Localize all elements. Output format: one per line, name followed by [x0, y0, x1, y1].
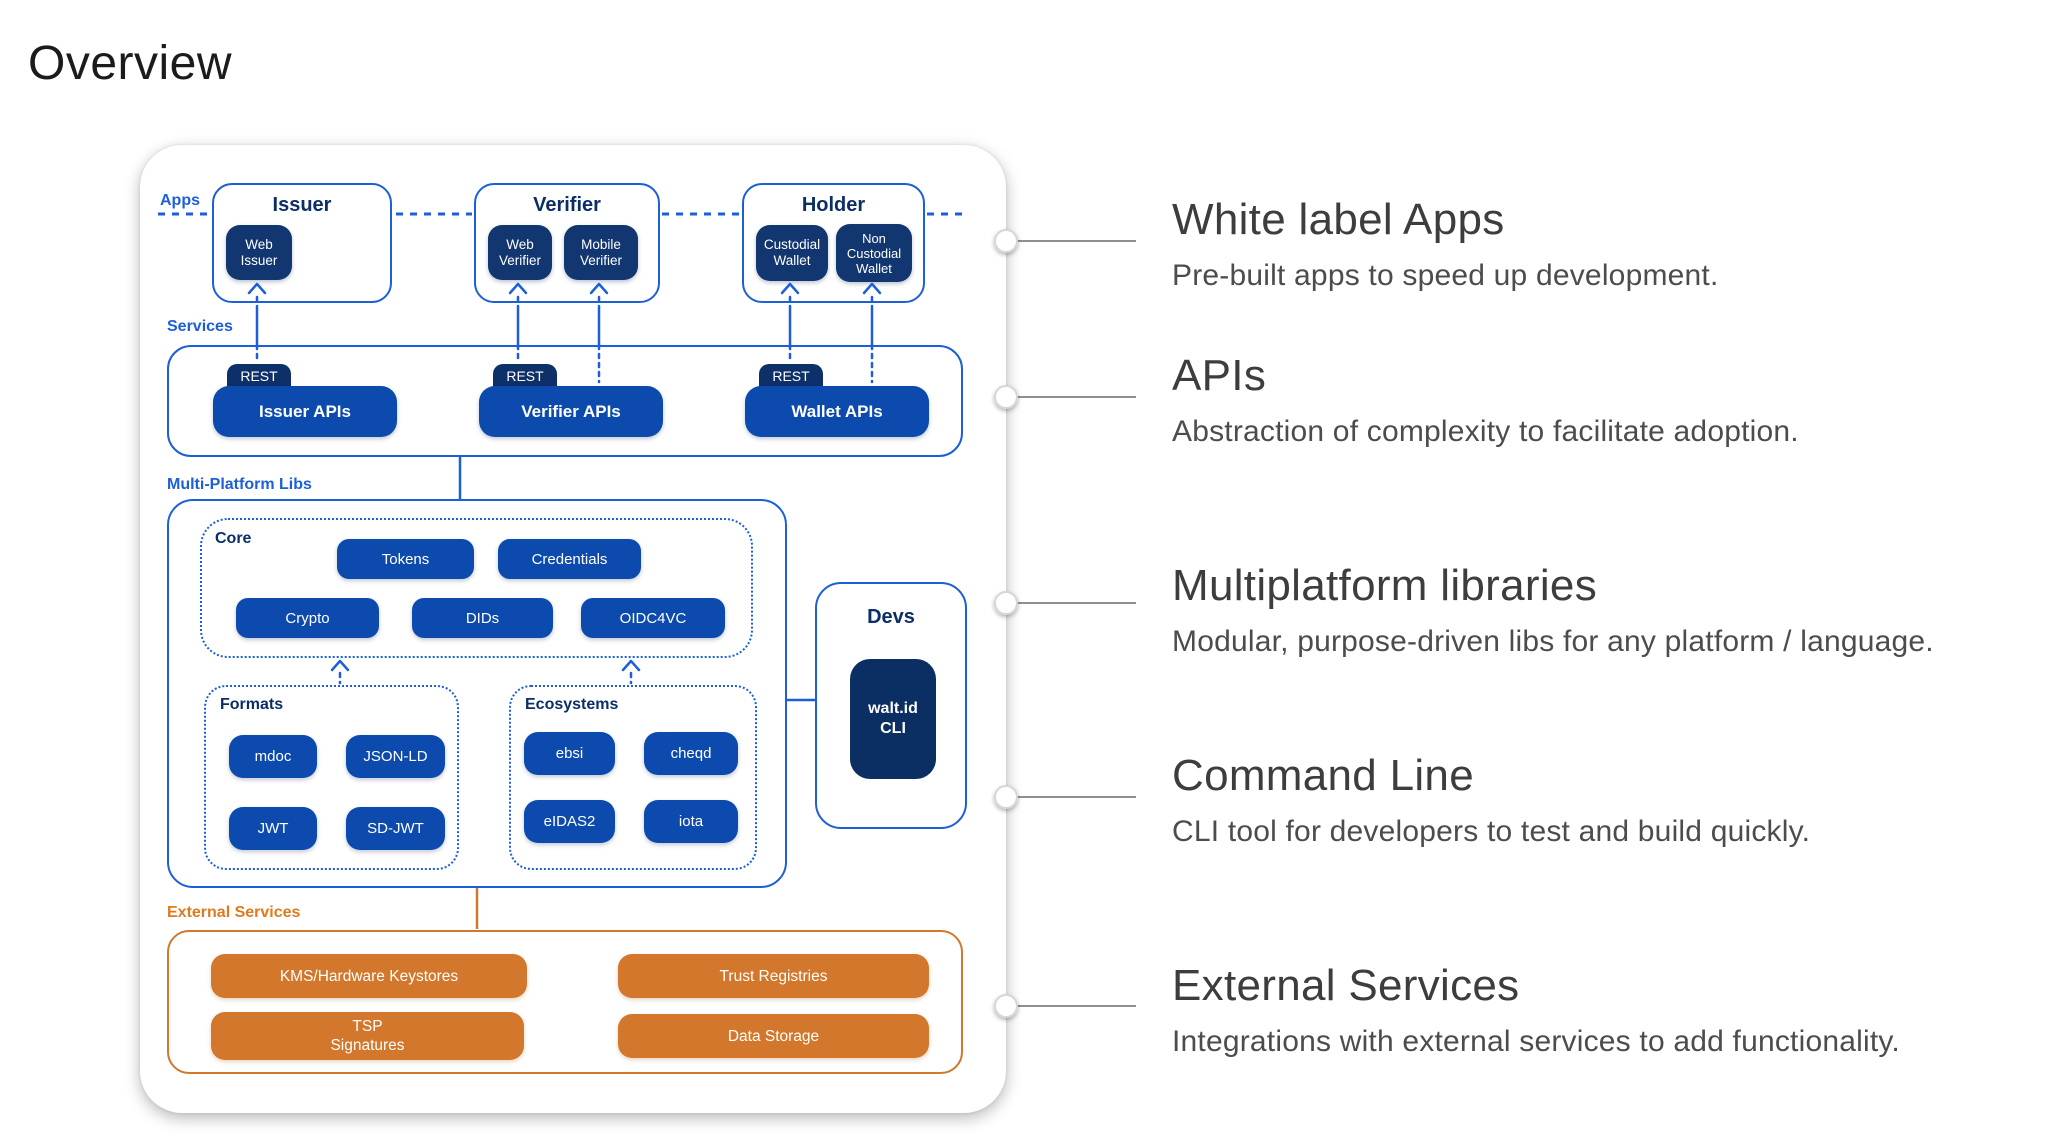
formats-box: Formats mdoc JSON-LD JWT SD-JWT	[204, 685, 459, 870]
json-ld-pill: JSON-LD	[346, 735, 445, 778]
mobile-verifier-chip: Mobile Verifier	[564, 225, 638, 280]
annotation-apis: APIs Abstraction of complexity to facili…	[1172, 350, 1972, 450]
annotation-description: CLI tool for developers to test and buil…	[1172, 815, 1811, 848]
external-services-box: KMS/Hardware Keystores Trust Registries …	[167, 930, 963, 1074]
cheqd-pill: cheqd	[644, 732, 738, 775]
annotation-description: Pre-built apps to speed up development.	[1172, 259, 1719, 292]
annotation-rail	[994, 229, 1136, 1018]
ebsi-pill: ebsi	[524, 732, 615, 775]
architecture-diagram-card: Apps Services Multi-Platform Libs Extern…	[140, 145, 1006, 1113]
services-box: REST Issuer APIs REST Verifier APIs REST…	[167, 345, 963, 457]
page-title: Overview	[28, 37, 233, 90]
multi-platform-libs-box: Core Tokens Credentials Crypto DIDs OIDC…	[167, 499, 787, 888]
issuer-apis-pill: Issuer APIs	[213, 386, 397, 437]
wallet-apis-pill: Wallet APIs	[745, 386, 929, 437]
core-box: Core Tokens Credentials Crypto DIDs OIDC…	[200, 518, 753, 658]
credentials-pill: Credentials	[498, 539, 641, 579]
services-section-label: Services	[167, 318, 233, 335]
iota-pill: iota	[644, 800, 738, 843]
data-storage-pill: Data Storage	[618, 1014, 929, 1058]
issuer-app-title: Issuer	[272, 194, 332, 216]
devs-box: Devs walt.id CLI	[815, 582, 967, 829]
annotation-heading: APIs	[1172, 351, 1267, 400]
annotation-external-services: External Services Integrations with exte…	[1172, 960, 1972, 1060]
holder-app-title: Holder	[801, 194, 866, 216]
crypto-pill: Crypto	[236, 598, 379, 638]
annotation-heading: External Services	[1172, 961, 1520, 1010]
waltid-cli-chip: walt.id CLI	[850, 659, 936, 779]
verifier-apis-pill: Verifier APIs	[479, 386, 663, 437]
tsp-signatures-pill: TSP Signatures	[211, 1012, 524, 1060]
issuer-app-box: Issuer Web Issuer	[212, 183, 392, 303]
dids-pill: DIDs	[412, 598, 553, 638]
custodial-wallet-chip: Custodial Wallet	[756, 225, 828, 281]
annotation-multiplatform-libraries: Multiplatform libraries Modular, purpose…	[1172, 560, 1972, 660]
web-issuer-chip: Web Issuer	[226, 225, 292, 280]
apps-section-label: Apps	[160, 192, 200, 209]
devs-title: Devs	[867, 606, 915, 628]
annotation-description: Modular, purpose-driven libs for any pla…	[1172, 625, 1934, 658]
ecosystems-box: Ecosystems ebsi cheqd eIDAS2 iota	[509, 685, 757, 870]
formats-label: Formats	[220, 696, 284, 713]
annotation-heading: Command Line	[1172, 751, 1474, 800]
verifier-app-box: Verifier Web Verifier Mobile Verifier	[474, 183, 660, 303]
annotation-description: Abstraction of complexity to facilitate …	[1172, 415, 1799, 448]
ecosystems-label: Ecosystems	[525, 696, 619, 713]
sd-jwt-pill: SD-JWT	[346, 807, 445, 850]
tokens-pill: Tokens	[337, 539, 474, 579]
eidas2-pill: eIDAS2	[524, 800, 615, 843]
annotation-heading: Multiplatform libraries	[1172, 561, 1598, 610]
mdoc-pill: mdoc	[229, 735, 317, 778]
holder-app-box: Holder Custodial Wallet Non Custodial Wa…	[742, 183, 925, 303]
jwt-pill: JWT	[229, 807, 317, 850]
core-label: Core	[215, 530, 252, 547]
annotation-heading: White label Apps	[1172, 195, 1505, 244]
trust-registries-pill: Trust Registries	[618, 954, 929, 998]
verifier-app-title: Verifier	[533, 194, 601, 216]
annotation-description: Integrations with external services to a…	[1172, 1025, 1900, 1058]
external-services-label: External Services	[167, 904, 301, 921]
annotation-command-line: Command Line CLI tool for developers to …	[1172, 750, 1972, 850]
oidc4vc-pill: OIDC4VC	[581, 598, 725, 638]
multi-platform-libs-label: Multi-Platform Libs	[167, 476, 312, 493]
web-verifier-chip: Web Verifier	[488, 225, 552, 280]
annotation-white-label-apps: White label Apps Pre-built apps to speed…	[1172, 194, 1972, 294]
non-custodial-wallet-chip: Non Custodial Wallet	[836, 224, 912, 282]
kms-hardware-keystores-pill: KMS/Hardware Keystores	[211, 954, 527, 998]
